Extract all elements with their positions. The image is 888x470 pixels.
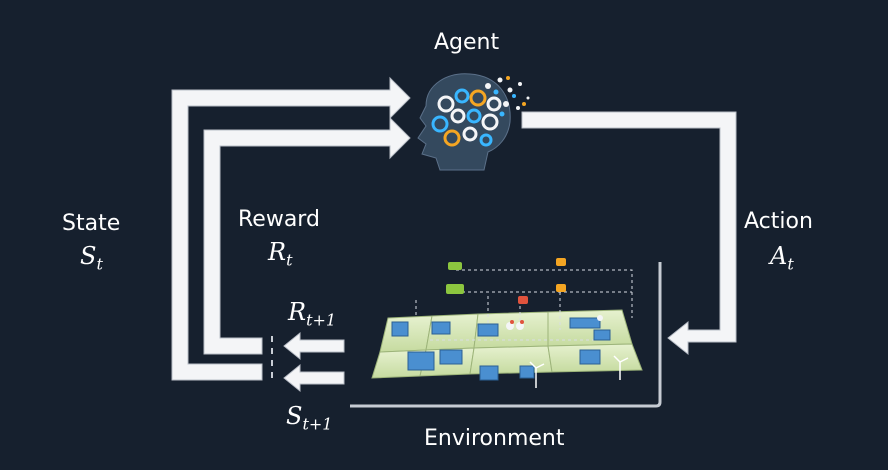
- reward-arrow: [203, 116, 411, 355]
- action-symbol: At: [770, 242, 794, 274]
- brain-gears-head-icon: [417, 73, 530, 171]
- reward-next-arrow: [283, 331, 345, 361]
- next-reward-sub: t+1: [306, 310, 337, 330]
- next-state-symbol: St+1: [286, 402, 332, 434]
- environment-frame: [350, 262, 662, 408]
- next-state-sub: t+1: [302, 414, 333, 434]
- reward-symbol: Rt: [268, 238, 293, 270]
- state-next-arrow: [283, 363, 345, 393]
- state-symbol: St: [80, 242, 103, 274]
- power-grid-map-icon: [371, 258, 643, 388]
- action-symbol-letter: A: [770, 242, 788, 270]
- next-reward-symbol: Rt+1: [288, 298, 336, 330]
- state-label: State: [62, 211, 121, 236]
- action-label: Action: [744, 209, 813, 234]
- state-arrow: [171, 76, 411, 381]
- reward-symbol-letter: R: [268, 238, 287, 266]
- agent-label: Agent: [434, 30, 500, 55]
- action-symbol-sub: t: [787, 254, 794, 274]
- environment-label: Environment: [424, 426, 565, 451]
- next-state-letter: S: [286, 402, 303, 430]
- reward-label: Reward: [238, 207, 320, 232]
- state-symbol-sub: t: [96, 254, 103, 274]
- state-symbol-letter: S: [80, 242, 97, 270]
- action-arrow: [521, 111, 737, 356]
- next-reward-letter: R: [288, 298, 307, 326]
- reward-symbol-sub: t: [286, 250, 293, 270]
